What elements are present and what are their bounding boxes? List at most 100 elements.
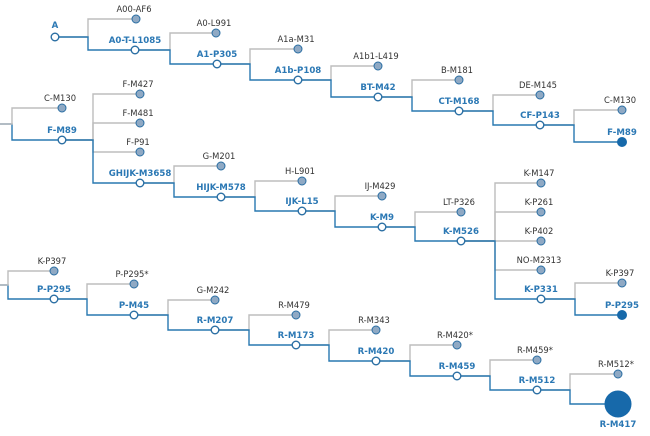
main-node-label: IJK-L15 (285, 197, 318, 207)
side-node-label: K-P402 (525, 226, 554, 236)
main-node (536, 294, 546, 304)
side-node-label: R-M343 (358, 315, 390, 325)
incoming-branch-edge (0, 270, 54, 286)
side-node (135, 118, 145, 128)
main-branch-edge (298, 79, 378, 98)
main-branch-edge (461, 240, 541, 300)
main-node (129, 310, 139, 320)
main-branch-edge (62, 139, 140, 184)
main-branch-edge (302, 210, 382, 228)
side-node (131, 14, 141, 24)
side-node-label: NO-M2313 (517, 255, 562, 265)
main-node-label: A (52, 21, 59, 31)
side-node (456, 207, 466, 217)
main-node-label: GHIJK-M3658 (109, 169, 172, 179)
main-node-label: R-M420 (358, 347, 395, 357)
terminal-node (604, 390, 632, 418)
main-node (456, 236, 466, 246)
main-branch-edge (378, 96, 459, 112)
main-branch-edge (134, 314, 215, 331)
incoming-branch-edge (0, 107, 62, 125)
side-node-label: F-M427 (122, 79, 153, 89)
terminal-node (617, 310, 627, 320)
side-node-label: P-P295* (115, 269, 148, 279)
main-node-label: CT-M168 (439, 97, 480, 107)
main-node-label: F-M89 (47, 126, 77, 136)
main-branch-edge (376, 360, 457, 377)
main-branch-edge (540, 124, 622, 143)
main-branch-edge (217, 63, 298, 81)
side-node-label: DE-M145 (519, 80, 557, 90)
side-node-label: A1b1-L419 (353, 51, 398, 61)
side-node (211, 28, 221, 38)
main-node-label: R-M459 (439, 362, 476, 372)
main-node-label: P-M45 (119, 301, 149, 311)
side-node (135, 89, 145, 99)
main-branch-edge (135, 49, 217, 65)
main-node (291, 340, 301, 350)
side-node (135, 147, 145, 157)
side-node-label: K-P261 (525, 197, 554, 207)
side-node (617, 278, 627, 288)
side-node (297, 176, 307, 186)
main-node-label: A1b-P108 (275, 66, 322, 76)
main-node (371, 356, 381, 366)
side-node (536, 178, 546, 188)
main-node (49, 294, 59, 304)
side-node-label: C-M130 (44, 93, 76, 103)
side-node-label: F-P91 (126, 137, 150, 147)
main-node-label: P-P295 (605, 301, 639, 311)
side-node-label: IJ-M429 (365, 181, 396, 191)
main-node-label: F-M89 (607, 128, 637, 138)
main-node-label: R-M207 (197, 316, 234, 326)
main-node-label: R-M417 (600, 420, 637, 430)
side-node (57, 103, 67, 113)
main-node (210, 325, 220, 335)
main-node (452, 371, 462, 381)
side-node-label: B-M181 (441, 65, 473, 75)
main-node-label: A0-T-L1085 (109, 36, 162, 46)
main-branch-edge (459, 110, 540, 126)
side-node (535, 90, 545, 100)
main-node (130, 45, 140, 55)
main-node-label: K-M526 (443, 227, 479, 237)
main-branch-edge (140, 182, 221, 198)
side-node (377, 191, 387, 201)
side-node-label: LT-P326 (443, 197, 475, 207)
main-branch-edge (54, 298, 134, 316)
main-node (535, 120, 545, 130)
side-node (49, 266, 59, 276)
main-node (454, 106, 464, 116)
main-node-label: HIJK-M578 (196, 183, 246, 193)
main-node (216, 192, 226, 202)
side-node-label: R-M459* (517, 345, 553, 355)
main-branch-edge (296, 344, 376, 362)
side-node (216, 161, 226, 171)
main-node (57, 135, 67, 145)
side-node-label: G-M201 (203, 151, 236, 161)
main-branch-edge (382, 226, 461, 242)
side-node (371, 325, 381, 335)
side-node-label: R-M479 (278, 300, 310, 310)
side-node (452, 340, 462, 350)
side-node-label: K-P397 (38, 256, 67, 266)
main-node-label: A1-P305 (197, 50, 237, 60)
side-branch-edge (55, 18, 136, 38)
side-node (536, 236, 546, 246)
side-node-label: F-M481 (122, 108, 153, 118)
main-node-label: BT-M42 (360, 83, 395, 93)
main-node (297, 206, 307, 216)
side-node (129, 279, 139, 289)
main-branch-edge (537, 389, 618, 405)
main-node-label: R-M512 (519, 376, 556, 386)
side-node-label: H-L901 (285, 166, 315, 176)
main-node (135, 178, 145, 188)
side-node (210, 295, 220, 305)
side-node (293, 44, 303, 54)
terminal-node (617, 137, 627, 147)
main-node (377, 222, 387, 232)
side-node-label: A00-AF6 (116, 4, 151, 14)
side-node-label: A0-L991 (197, 18, 232, 28)
